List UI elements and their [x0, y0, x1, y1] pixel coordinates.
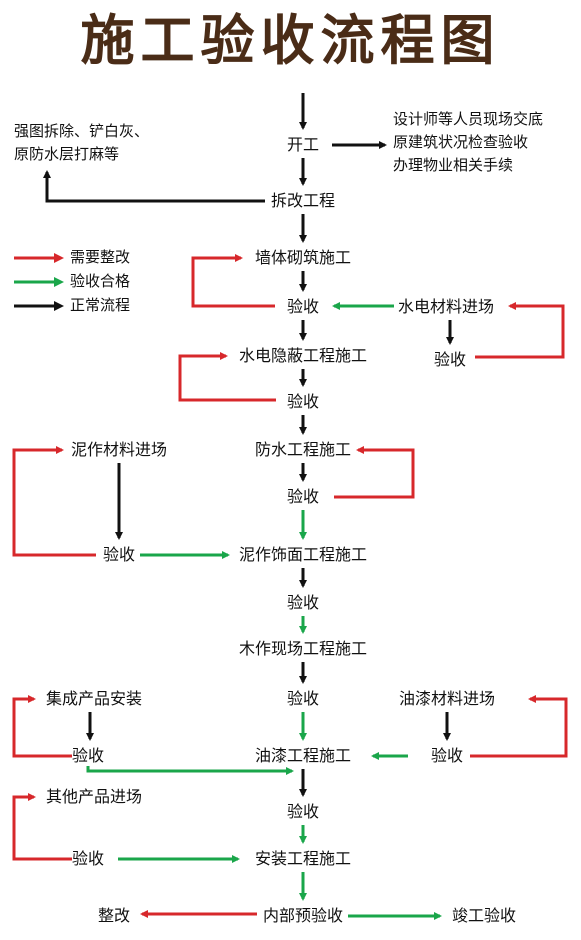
node-carpentry: 木作现场工程施工: [238, 639, 368, 658]
node-other-products: 其他产品进场: [45, 787, 143, 806]
legend-item-rework: 需要整改: [14, 247, 130, 267]
node-rectify: 整改: [97, 906, 131, 925]
node-waterproofing: 防水工程施工: [254, 440, 352, 459]
node-concealed-works: 水电隐蔽工程施工: [238, 346, 368, 365]
node-inspect-plumbing-materials: 验收: [433, 350, 467, 369]
node-masonry: 墙体砌筑施工: [254, 248, 352, 267]
handover-note-line: 设计师等人员现场交底: [393, 110, 544, 128]
legend-label: 正常流程: [70, 296, 131, 314]
node-renovation: 拆改工程: [270, 191, 336, 210]
node-inspect-painting: 验收: [286, 802, 320, 821]
node-plumbing-materials: 水电材料进场: [397, 297, 495, 316]
arrow-masonry-rework: [191, 254, 275, 308]
node-tiling-materials: 泥作材料进场: [70, 440, 168, 459]
arrow-tiling-materials-rework: [12, 446, 96, 557]
handover-note-line: 办理物业相关手续: [393, 156, 514, 174]
arrow-renovation-to-demolition-note: [43, 170, 265, 203]
node-inspect-other-products: 验收: [71, 849, 105, 868]
demolition-note: 强图拆除、铲白灰、 原防水层打麻等: [14, 120, 149, 166]
legend-label: 验收合格: [70, 272, 131, 290]
legend-label: 需要整改: [70, 248, 131, 266]
node-inspect-waterproofing: 验收: [286, 487, 320, 506]
node-integrated-install: 集成产品安装: [45, 689, 143, 708]
node-pre-inspection: 内部预验收: [262, 906, 344, 925]
black-arrow-icon: [14, 300, 64, 311]
node-painting: 油漆工程施工: [254, 746, 352, 765]
arrow-other-products-rework: [12, 793, 72, 861]
arrow-integrated-passed: [86, 766, 294, 775]
node-inspect-carpentry: 验收: [286, 689, 320, 708]
green-arrow-icon: [14, 276, 64, 287]
node-inspect-integrated: 验收: [71, 746, 105, 765]
demolition-note-line: 强图拆除、铲白灰、: [14, 122, 150, 140]
arrow-concealed-rework: [178, 352, 276, 402]
handover-note-line: 原建筑状况检查验收: [393, 133, 529, 151]
node-completion: 竣工验收: [451, 906, 517, 925]
node-paint-materials: 油漆材料进场: [398, 689, 496, 708]
handover-note: 设计师等人员现场交底 原建筑状况检查验收 办理物业相关手续: [393, 108, 543, 177]
arrow-integrated-rework: [12, 695, 72, 758]
arrow-plumbing-materials-rework: [475, 302, 565, 359]
red-arrow-icon: [14, 252, 64, 263]
demolition-note-line: 原防水层打麻等: [14, 145, 120, 163]
node-inspect-masonry: 验收: [286, 297, 320, 316]
legend-item-normal: 正常流程: [14, 295, 130, 315]
legend-item-passed: 验收合格: [14, 271, 130, 291]
arrow-waterproofing-rework: [334, 446, 415, 499]
arrow-paint-materials-rework: [470, 695, 568, 758]
node-start: 开工: [286, 135, 320, 154]
node-inspect-tiling: 验收: [286, 593, 320, 612]
node-inspect-concealed: 验收: [286, 392, 320, 411]
node-installation: 安装工程施工: [254, 849, 352, 868]
diagram-title: 施工验收流程图: [80, 9, 501, 72]
node-tiling-finish: 泥作饰面工程施工: [238, 545, 368, 564]
node-inspect-tiling-materials: 验收: [102, 545, 136, 564]
node-inspect-paint-materials: 验收: [430, 746, 464, 765]
